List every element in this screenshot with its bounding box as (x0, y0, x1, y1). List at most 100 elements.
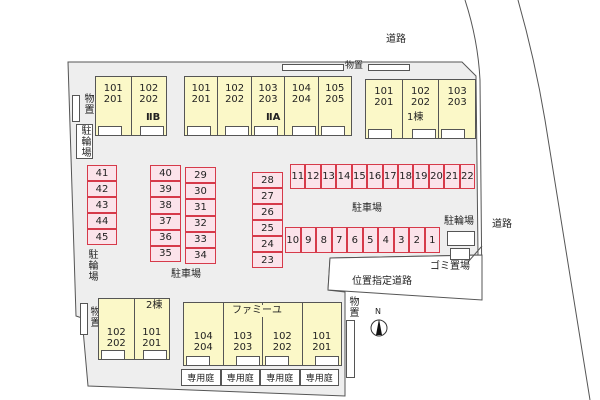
parking-space-5[interactable]: 5 (362, 227, 378, 253)
unit-103[interactable]: 103 203 (224, 303, 263, 366)
parking-space-10[interactable]: 10 (285, 227, 301, 253)
unit-101[interactable]: 101 201 (185, 77, 219, 136)
parking-space-18[interactable]: 18 (397, 164, 414, 189)
parking-space-23[interactable]: 23 (252, 252, 283, 268)
parking-space-20[interactable]: 20 (428, 164, 445, 189)
unit-101[interactable]: 101 201 (366, 80, 403, 139)
bike-parking-left-top: 駐輪場 (76, 124, 93, 159)
unit-number: 103 203 (447, 86, 467, 108)
building-1[interactable]: 101 201 102 202 103 203 (365, 79, 476, 139)
unit-number: 102 202 (272, 331, 292, 353)
private-road-label: 位置指定道路 (352, 276, 412, 287)
building-iia-name: ⅡA (266, 112, 281, 123)
storage-box-bottom-right (346, 320, 355, 378)
parking-space-17[interactable]: 17 (382, 164, 398, 189)
garbage-area (450, 248, 470, 260)
parking-space-21[interactable]: 21 (444, 164, 460, 189)
parking-space-38[interactable]: 38 (150, 197, 181, 214)
unit-101[interactable]: 101 201 (303, 303, 342, 366)
parking-space-16[interactable]: 16 (367, 164, 383, 189)
parking-space-30[interactable]: 30 (185, 183, 216, 200)
parking-space-14[interactable]: 14 (336, 164, 352, 189)
building-2-name: 2棟 (146, 300, 163, 311)
unit-103[interactable]: 103 203 (252, 77, 286, 136)
parking-space-37[interactable]: 37 (150, 213, 181, 230)
parking-space-43[interactable]: 43 (87, 197, 117, 213)
parking-space-44[interactable]: 44 (87, 213, 117, 229)
parking-space-36[interactable]: 36 (150, 229, 181, 246)
parking-space-19[interactable]: 19 (413, 164, 429, 189)
parking-space-27[interactable]: 27 (252, 188, 283, 204)
parking-space-41[interactable]: 41 (87, 165, 117, 181)
entrance-step (236, 356, 260, 366)
parking-space-39[interactable]: 39 (150, 181, 181, 198)
unit-103[interactable]: 103 203 (439, 80, 475, 139)
unit-102[interactable]: 102 202 (218, 77, 252, 136)
unit-101[interactable]: 101 201 (96, 77, 132, 136)
unit-102[interactable]: 102 202 (403, 80, 440, 139)
parking-space-45[interactable]: 45 (87, 229, 117, 245)
parking-space-22[interactable]: 22 (459, 164, 476, 189)
unit-number: 101 201 (374, 86, 394, 108)
unit-number: 105 205 (325, 83, 345, 105)
storage-label-bottom-right: 物置 (347, 296, 358, 318)
parking-space-8[interactable]: 8 (316, 227, 332, 253)
unit-104[interactable]: 104 204 (285, 77, 319, 136)
unit-105[interactable]: 105 205 (319, 77, 351, 136)
unit-number: 102 202 (225, 83, 245, 105)
north-label: N (375, 307, 381, 316)
unit-number: 101 201 (142, 327, 162, 349)
storage-label-bottom-left: 物置 (88, 306, 99, 328)
parking-space-13[interactable]: 13 (320, 164, 337, 189)
unit-102[interactable]: 102 202 (263, 303, 303, 366)
parking-space-11[interactable]: 11 (290, 164, 306, 189)
parking-space-42[interactable]: 42 (87, 181, 117, 197)
unit-number: 103 203 (258, 83, 278, 105)
parking-space-7[interactable]: 7 (331, 227, 347, 253)
parking-space-2[interactable]: 2 (409, 227, 425, 253)
parking-space-34[interactable]: 34 (185, 247, 216, 265)
unit-number: 102 202 (106, 327, 126, 349)
unit-number: 104 204 (291, 83, 311, 105)
unit-101[interactable]: 101 201 (135, 299, 170, 360)
entrance-step (441, 129, 466, 139)
parking-space-1[interactable]: 1 (424, 227, 440, 253)
unit-102[interactable]: 102 202 (99, 299, 135, 360)
parking-space-28[interactable]: 28 (252, 172, 283, 188)
entrance-step (101, 350, 125, 360)
entrance-step (315, 356, 339, 366)
unit-102[interactable]: 102 202 (132, 77, 167, 136)
parking-space-12[interactable]: 12 (305, 164, 321, 189)
entrance-step (412, 129, 437, 139)
entrance-step (140, 126, 164, 136)
parking-space-26[interactable]: 26 (252, 204, 283, 220)
entrance-step (291, 126, 316, 136)
private-garden: 専用庭 (299, 369, 339, 386)
parking-space-29[interactable]: 29 (185, 167, 216, 184)
bike-parking-right-label: 駐輪場 (444, 216, 474, 227)
parking-space-35[interactable]: 35 (150, 245, 181, 263)
parking-space-40[interactable]: 40 (150, 165, 181, 182)
unit-number: 104 204 (193, 331, 213, 353)
parking-space-24[interactable]: 24 (252, 236, 283, 252)
parking-space-33[interactable]: 33 (185, 231, 216, 248)
parking-space-4[interactable]: 4 (378, 227, 394, 253)
parking-space-6[interactable]: 6 (347, 227, 363, 253)
parking-space-25[interactable]: 25 (252, 220, 283, 236)
parking-space-31[interactable]: 31 (185, 199, 216, 216)
storage-box-left (72, 95, 80, 122)
parking-space-15[interactable]: 15 (351, 164, 368, 189)
parking-space-32[interactable]: 32 (185, 215, 216, 232)
building-iia[interactable]: 101 201 102 202 103 203 104 204 105 205 (184, 76, 352, 136)
parking-space-9[interactable]: 9 (300, 227, 316, 253)
storage-strip-top (282, 64, 344, 71)
private-garden: 専用庭 (260, 369, 300, 386)
building-2[interactable]: 102 202 101 201 (98, 298, 170, 360)
parking-space-3[interactable]: 3 (393, 227, 409, 253)
entrance-step (265, 356, 289, 366)
storage-box-bottom-left (80, 303, 88, 335)
unit-104[interactable]: 104 204 (184, 303, 224, 366)
